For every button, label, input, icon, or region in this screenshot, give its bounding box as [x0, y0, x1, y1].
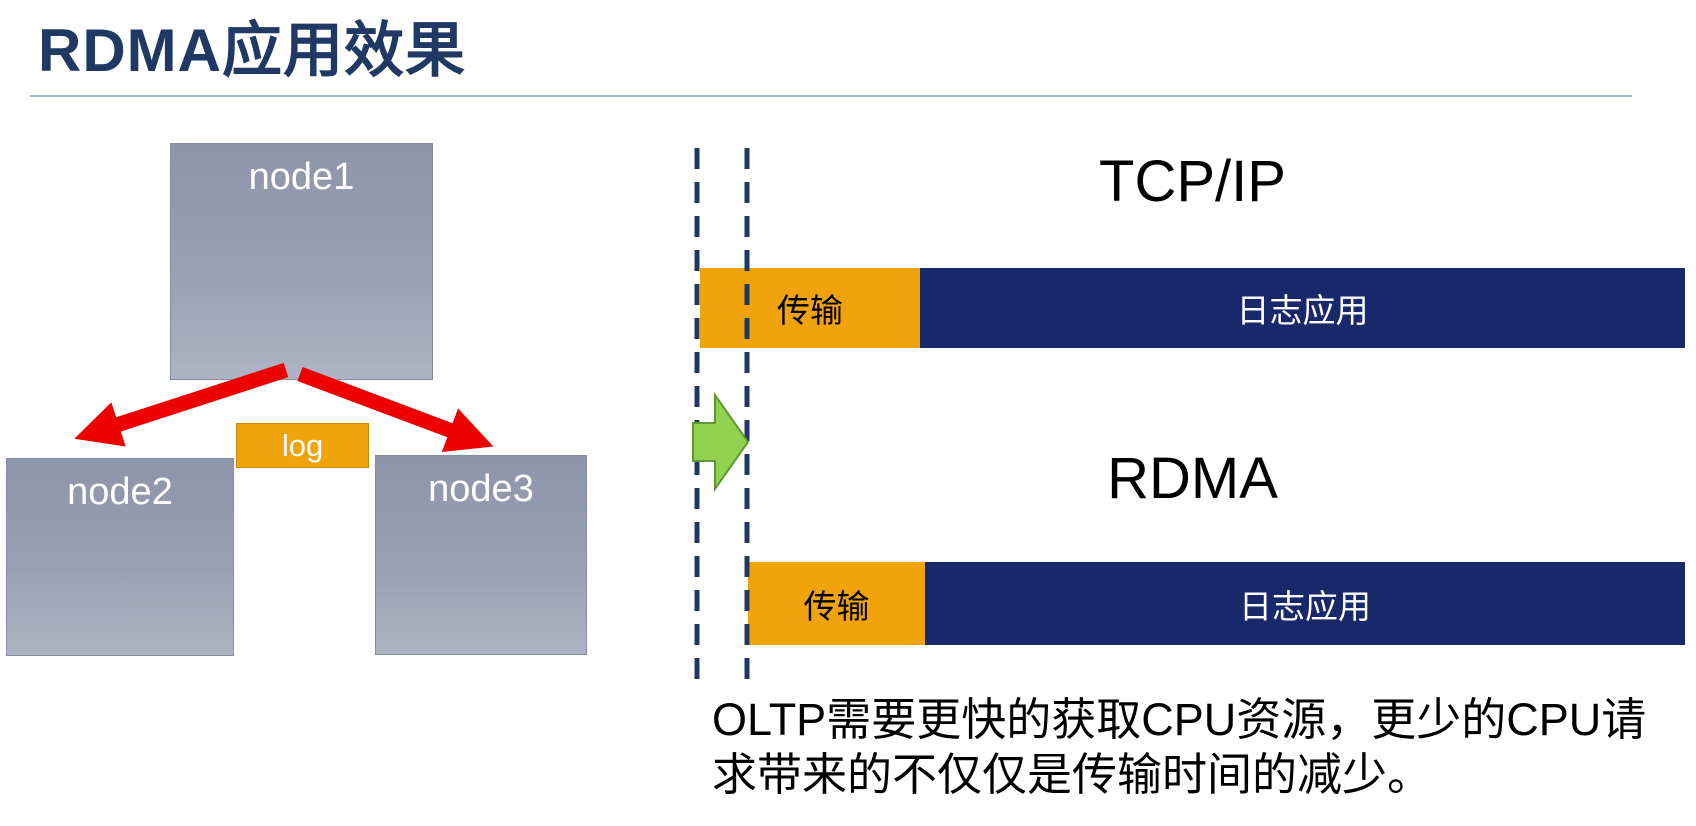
tcpip-transfer-segment: 传输 [700, 268, 920, 348]
rdma-transfer-segment: 传输 [748, 562, 925, 645]
caption-line-2: 求带来的不仅仅是传输时间的减少。 [712, 748, 1433, 800]
rdma-transfer-label: 传输 [803, 587, 870, 625]
tcpip-app-label: 日志应用 [1236, 292, 1369, 329]
caption-line-1: OLTP需要更快的获取CPU资源，更少的CPU请 [712, 694, 1647, 745]
replication-arrow-right-icon [297, 366, 494, 452]
caption-text: OLTP需要更快的获取CPU资源，更少的CPU请 求带来的不仅仅是传输时间的减少… [712, 693, 1646, 803]
rdma-heading: RDMA [1107, 446, 1278, 511]
replication-arrows [74, 362, 494, 452]
tcpip-transfer-label: 传输 [777, 292, 843, 329]
time-saved-arrow-icon [692, 391, 750, 493]
node2-label: node2 [67, 471, 173, 513]
tcpip-app-segment: 日志应用 [920, 268, 1685, 348]
tcpip-time-bar: 传输 日志应用 [700, 268, 1685, 348]
tcpip-heading: TCP/IP [1099, 149, 1286, 214]
title-divider [30, 95, 1632, 97]
node1-label: node1 [248, 156, 355, 198]
timeline-markers [692, 148, 750, 680]
page-title: RDMA应用效果 [38, 17, 466, 84]
log-label: log [281, 427, 324, 463]
rdma-app-label: 日志应用 [1239, 587, 1371, 625]
log-box: log [236, 423, 369, 468]
rdma-app-segment: 日志应用 [925, 562, 1685, 645]
replication-arrow-left-icon [74, 362, 289, 447]
node3-label: node3 [428, 468, 534, 510]
node2-box: node2 [6, 458, 234, 656]
node3-box: node3 [375, 455, 587, 655]
node1-box: node1 [170, 143, 433, 380]
rdma-time-bar: 传输 日志应用 [748, 562, 1685, 645]
